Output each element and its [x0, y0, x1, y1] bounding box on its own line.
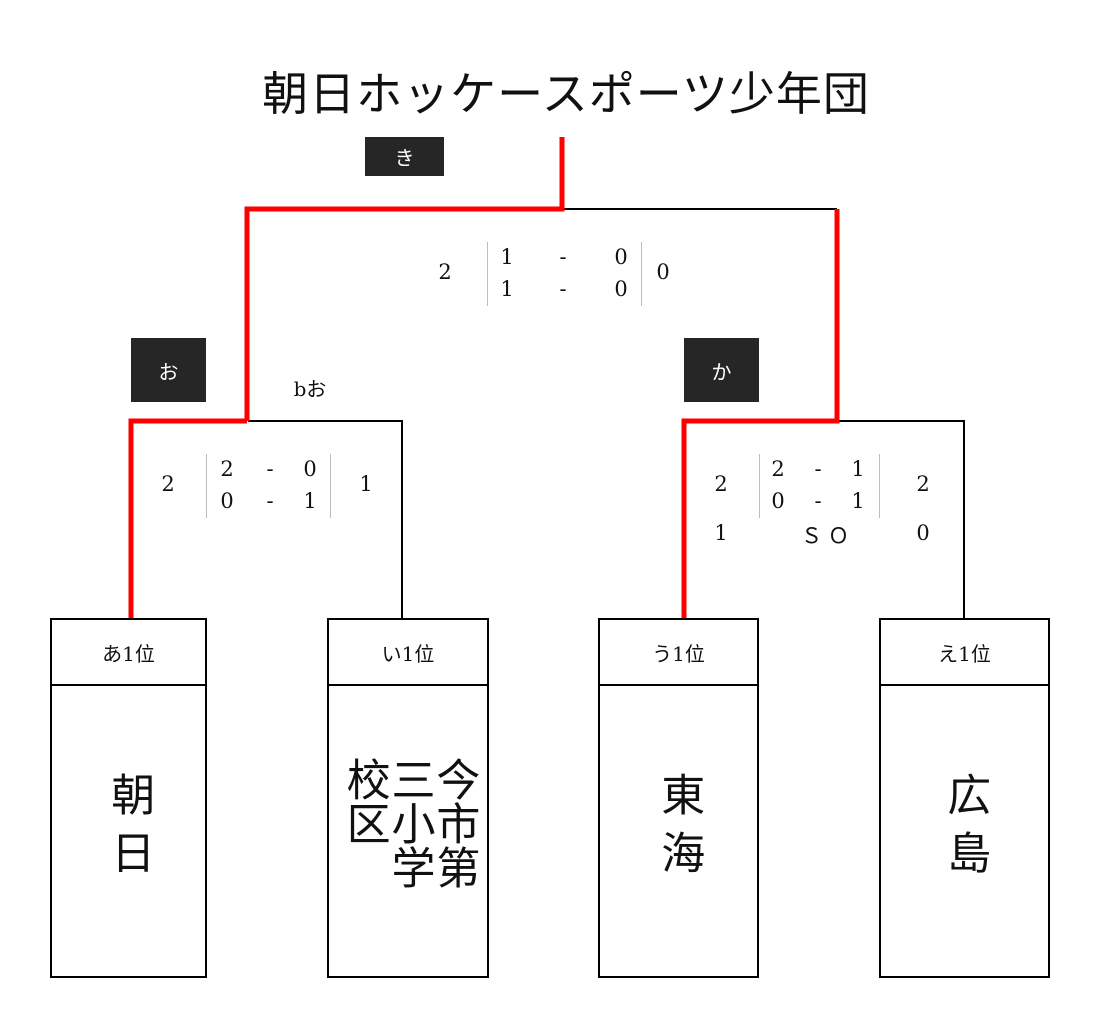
final-left-total: 2: [438, 260, 452, 284]
bracket-line-left-semi-right: [248, 420, 403, 618]
team-box-4: え1位 広島: [879, 618, 1050, 978]
semi-left-row2-left: 0: [220, 489, 234, 513]
badge-semi-right: か: [684, 338, 759, 402]
semi-right-so-right: 0: [916, 521, 930, 545]
semi-right-separator-right: [879, 454, 880, 518]
team-seed: え1位: [881, 620, 1048, 686]
semi-left-separator-right: [330, 454, 331, 518]
win-line-final: [244, 137, 565, 421]
team-name: 広島: [939, 772, 991, 888]
semi-left-row1-left: 2: [220, 457, 234, 481]
semi-right-right-total: 2: [916, 472, 930, 496]
badge-semi-left-label: お: [158, 359, 179, 384]
final-row2-left: 1: [500, 277, 514, 301]
semi-left-score: 2 2 - 0 0 - 1 1: [153, 454, 383, 518]
semi-right-row1-left: 2: [771, 457, 785, 481]
win-line-left-semi: [128, 418, 247, 618]
semi-right-row1-dash: -: [814, 457, 822, 481]
final-row2-dash: -: [559, 277, 567, 301]
semi-left-row1-right: 0: [303, 457, 317, 481]
semi-right-so-label: ＳＯ: [801, 524, 855, 548]
note-left: bお: [293, 377, 327, 401]
team-name: 朝日: [103, 772, 155, 888]
final-score: 2 1 - 0 1 - 0 0: [430, 242, 680, 306]
semi-right-row1-right: 1: [851, 457, 865, 481]
semi-left-row2-right: 1: [303, 489, 317, 513]
win-line-right-semi: [681, 209, 840, 618]
team-box-1: あ1位 朝日: [50, 618, 207, 978]
final-row1-dash: -: [559, 245, 567, 269]
semi-left-right-total: 1: [359, 472, 373, 496]
semi-right-row2-dash: -: [814, 489, 822, 513]
team-seed: あ1位: [52, 620, 205, 686]
badge-final-label: き: [394, 146, 415, 170]
semi-right-score: 2 2 - 1 0 - 1 2 1 ＳＯ 0: [706, 454, 946, 554]
page-title: 朝日ホッケースポーツ少年団: [262, 67, 870, 121]
final-row1-left: 1: [500, 245, 514, 269]
semi-right-left-total: 2: [714, 472, 728, 496]
team-seed: い1位: [329, 620, 487, 686]
badge-semi-right-label: か: [711, 359, 732, 384]
semi-right-row2-right: 1: [851, 489, 865, 513]
team-box-2: い1位 今市第三小学校区: [327, 618, 489, 978]
semi-left-row2-dash: -: [266, 489, 274, 513]
team-box-3: う1位 東海: [598, 618, 759, 978]
final-row2-right: 0: [614, 277, 628, 301]
semi-right-separator-left: [759, 454, 760, 518]
bracket-line-right-semi-right: [837, 420, 965, 618]
final-right-total: 0: [656, 260, 670, 284]
final-row1-right: 0: [614, 245, 628, 269]
team-name-area: 東海: [600, 684, 757, 976]
final-separator-right: [641, 242, 642, 306]
semi-right-row2-left: 0: [771, 489, 785, 513]
semi-left-separator-left: [206, 454, 207, 518]
team-name-area: 朝日: [52, 684, 205, 976]
team-name: 東海: [653, 772, 705, 888]
final-separator-left: [487, 242, 488, 306]
team-seed: う1位: [600, 620, 757, 686]
semi-right-so-left: 1: [714, 521, 728, 545]
badge-semi-left: お: [131, 338, 206, 402]
semi-left-row1-dash: -: [266, 457, 274, 481]
semi-left-left-total: 2: [161, 472, 175, 496]
team-name-area: 広島: [881, 684, 1048, 976]
team-name-area: 今市第三小学校区: [329, 684, 487, 976]
team-name: 今市第三小学校区: [338, 757, 480, 889]
badge-final: き: [365, 137, 444, 176]
